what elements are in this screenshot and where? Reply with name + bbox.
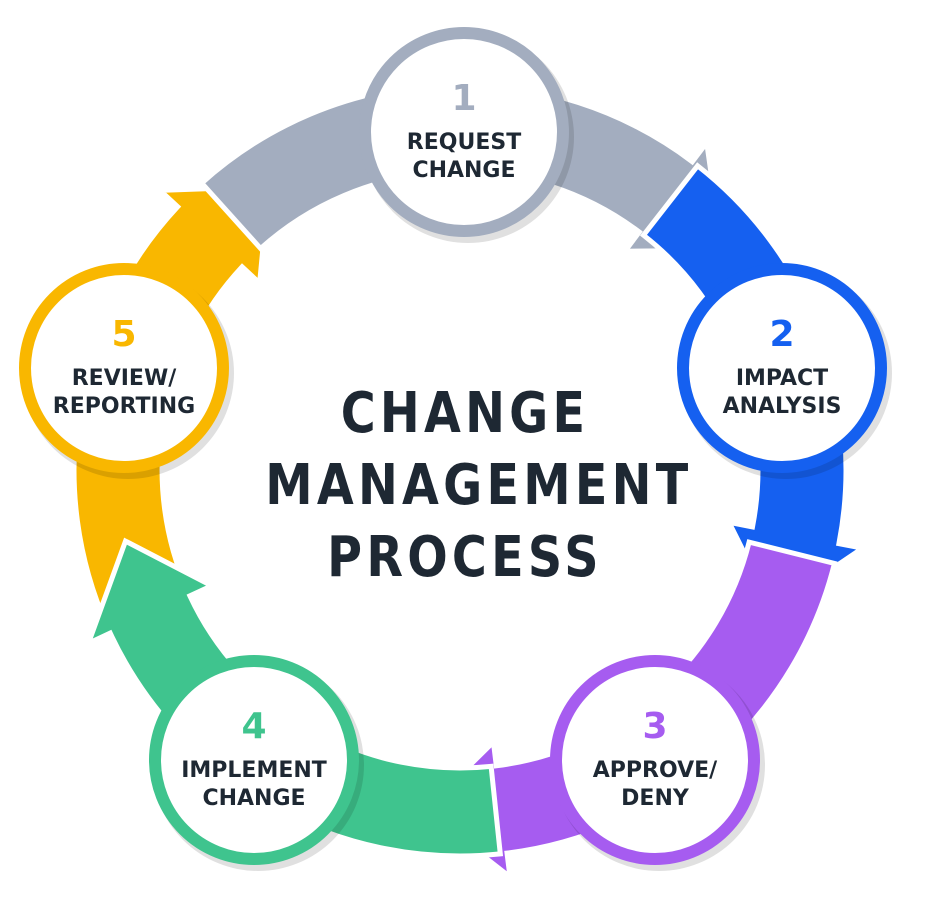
arrow-step-4 bbox=[83, 537, 504, 859]
step-3-approve-deny: 3 APPROVE/ DENY bbox=[560, 665, 750, 855]
arrow-step-3 bbox=[420, 539, 838, 883]
step-number: 4 bbox=[241, 706, 267, 747]
step-number: 2 bbox=[769, 314, 795, 355]
step-4-implement-change: 4 IMPLEMENT CHANGE bbox=[159, 665, 349, 855]
step-1-request-change: 1 REQUEST CHANGE bbox=[369, 37, 559, 227]
step-2-impact-analysis: 2 IMPACT ANALYSIS bbox=[687, 273, 877, 463]
step-circle-5 bbox=[19, 263, 229, 473]
title-line: CHANGE bbox=[340, 381, 590, 446]
step-circle-1 bbox=[359, 27, 569, 237]
step-number: 3 bbox=[642, 706, 668, 747]
step-number: 5 bbox=[111, 314, 137, 355]
step-label: APPROVE/ DENY bbox=[592, 758, 718, 811]
step-5-review-reporting: 5 REVIEW/ REPORTING bbox=[29, 273, 219, 463]
step-label: REVIEW/ REPORTING bbox=[52, 366, 196, 419]
step-circle-2 bbox=[677, 263, 887, 473]
title-line: PROCESS bbox=[327, 525, 603, 590]
step-label: IMPLEMENT CHANGE bbox=[181, 758, 327, 811]
step-number: 1 bbox=[451, 78, 477, 119]
step-label: IMPACT ANALYSIS bbox=[722, 366, 842, 419]
title-line: MANAGEMENT bbox=[265, 453, 693, 518]
step-label: REQUEST CHANGE bbox=[406, 130, 522, 183]
diagram-title: CHANGE MANAGEMENT PROCESS bbox=[265, 378, 693, 594]
step-circle-3 bbox=[550, 655, 760, 865]
step-circle-4 bbox=[149, 655, 359, 865]
